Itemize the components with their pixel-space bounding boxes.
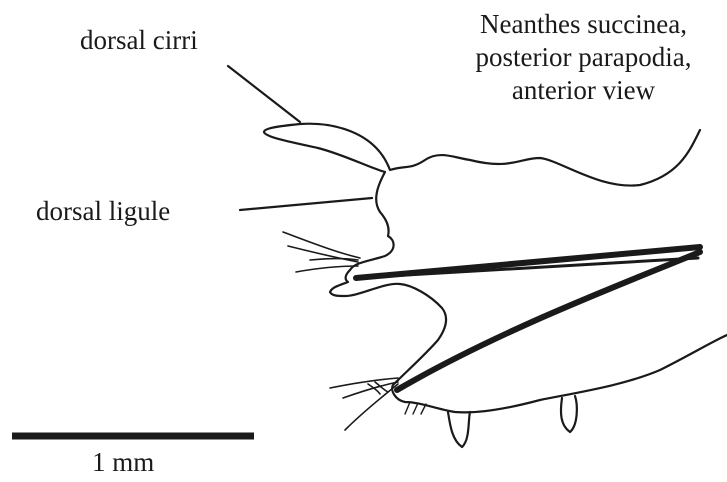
title-line-2: posterior parapodia, [440, 41, 727, 74]
chaeta-5 [330, 378, 398, 388]
scale-bar-label: 1 mm [92, 447, 154, 477]
chaeta-10 [405, 402, 410, 414]
figure-title: Neanthes succinea, posterior parapodia, … [440, 8, 727, 107]
dorsal-cirri-label: dorsal cirri [80, 25, 198, 55]
dorsal-cirri-leader [228, 66, 300, 122]
chaeta-11 [413, 403, 418, 414]
title-line-3: anterior view [440, 74, 727, 107]
chaeta-4 [310, 259, 358, 261]
dorsal-ligule-label: dorsal ligule [36, 196, 170, 226]
ventral-cirrus-right [561, 396, 577, 432]
chaeta-7 [345, 384, 398, 430]
ventral-cirrus-left [448, 412, 470, 447]
title-line-1: Neanthes succinea, [440, 8, 727, 41]
dorsal-ligule-leader [240, 198, 372, 210]
